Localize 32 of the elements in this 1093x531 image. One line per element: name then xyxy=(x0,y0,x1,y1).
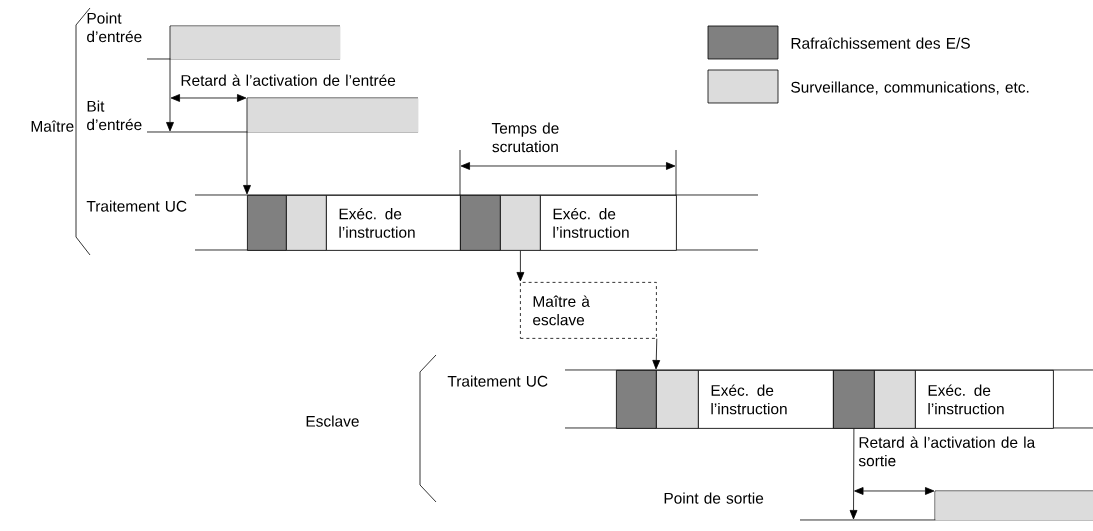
row-label: Traitement UC xyxy=(447,375,548,387)
dimension-label: Retard à l’activation de la sortie xyxy=(858,436,1036,467)
row-label: Point d’entrée xyxy=(87,12,142,43)
group-label: Maître xyxy=(31,120,74,132)
arrow xyxy=(652,338,661,370)
legend-text: Surveillance, communications, etc. xyxy=(791,81,1029,95)
instruction-segment: Exéc. de l’instruction xyxy=(326,195,461,251)
row-label: Bit d’entrée xyxy=(87,100,142,131)
signal-pulse xyxy=(247,98,419,133)
instruction-segment: Exéc. de l’instruction xyxy=(540,195,677,251)
signal-pulse xyxy=(935,491,1093,521)
group-label: Esclave xyxy=(306,415,359,427)
io-refresh-block xyxy=(616,370,657,429)
io-refresh-block xyxy=(833,370,875,429)
instruction-segment: Exéc. de l’instruction xyxy=(698,370,834,429)
arrow xyxy=(166,25,174,132)
legend-text: Rafraîchissement des E/S xyxy=(791,37,970,49)
instruction-segment: Exéc. de l’instruction xyxy=(915,370,1054,429)
io-refresh-block xyxy=(460,195,501,251)
dimension-label: Retard à l’activation de l’entrée xyxy=(181,74,396,86)
row-label: Point de sortie xyxy=(664,492,764,504)
io-refresh-block xyxy=(247,195,287,251)
service-block xyxy=(500,195,541,251)
service-block xyxy=(874,370,916,429)
service-block xyxy=(656,370,699,429)
service-block xyxy=(286,195,327,251)
transfer-box: Maître à esclave xyxy=(520,282,657,339)
arrow xyxy=(516,250,525,282)
arrow xyxy=(243,97,251,195)
arrow xyxy=(849,428,858,520)
row-label: Traitement UC xyxy=(86,200,187,212)
dimension-label: Temps de scrutation xyxy=(491,122,559,153)
